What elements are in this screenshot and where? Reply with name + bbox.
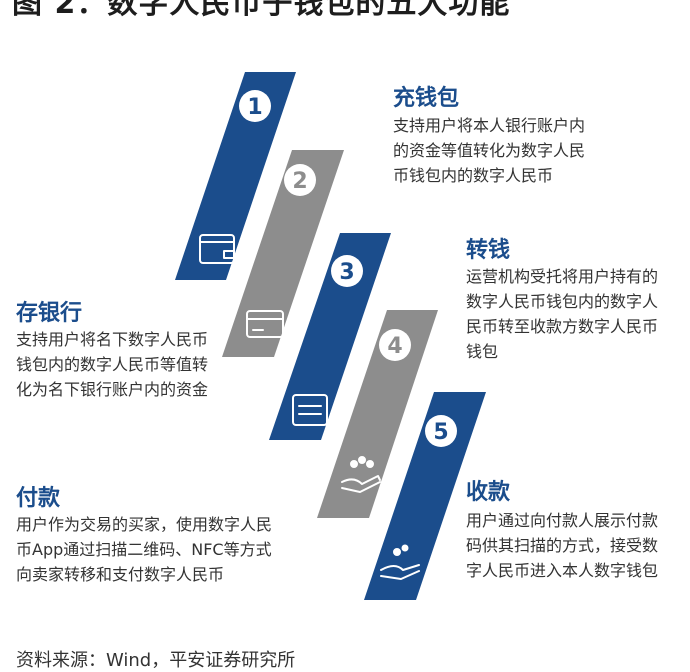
step-panel-3: 3 bbox=[269, 233, 391, 440]
step-panel-1: 1 bbox=[175, 72, 296, 280]
card-icon bbox=[246, 310, 284, 338]
transfer-title: 转钱 bbox=[466, 238, 511, 263]
step-number-badge bbox=[239, 90, 271, 122]
top-up-description: 支持用户将本人银行账户内的资金等值转化为数字人民币钱包内的数字人民币 bbox=[393, 116, 586, 185]
panel-shape bbox=[269, 233, 391, 440]
pay-title: 付款 bbox=[16, 486, 61, 511]
id-card-icon bbox=[292, 394, 328, 426]
step-number-badge bbox=[379, 329, 411, 361]
top-up-title: 充钱包 bbox=[393, 86, 460, 111]
pay-description: 用户作为交易的买家，使用数字人民币App通过扫描二维码、NFC等方式向卖家转移和… bbox=[16, 515, 273, 584]
receive-title: 收款 bbox=[466, 480, 511, 505]
step-number-badge bbox=[425, 415, 457, 447]
step-number-badge bbox=[331, 255, 363, 287]
panel-shape bbox=[364, 392, 486, 600]
hand-pay-icon bbox=[380, 544, 420, 580]
hand-coins-icon bbox=[341, 456, 381, 493]
step-number: 5 bbox=[433, 420, 448, 445]
wallet-icon bbox=[199, 234, 235, 264]
deposit-description: 支持用户将名下数字人民币钱包内的数字人民币等值转化为名下银行账户内的资金 bbox=[16, 330, 209, 399]
step-number: 3 bbox=[339, 260, 354, 285]
step-panel-5: 5 bbox=[364, 392, 486, 600]
step-number: 4 bbox=[387, 334, 402, 359]
receive-description: 用户通过向付款人展示付款码供其扫描的方式，接受数字人民币进入本人数字钱包 bbox=[466, 511, 659, 580]
step-panel-4: 4 bbox=[317, 310, 438, 518]
panel-shape bbox=[317, 310, 438, 518]
step-number: 2 bbox=[292, 169, 307, 194]
deposit-title: 存银行 bbox=[16, 301, 83, 326]
step-number-badge bbox=[284, 164, 316, 196]
figure-title: 图 2：数字人民币子钱包的五大功能 bbox=[12, 0, 511, 21]
panel-shape bbox=[222, 150, 344, 357]
step-number: 1 bbox=[247, 95, 262, 120]
source-note: 资料来源：Wind，平安证券研究所 bbox=[16, 650, 296, 671]
panel-shape bbox=[175, 72, 296, 280]
transfer-description: 运营机构受托将用户持有的数字人民币钱包内的数字人民币转至收款方数字人民币钱包 bbox=[466, 267, 659, 361]
step-panel-2: 2 bbox=[222, 150, 344, 357]
